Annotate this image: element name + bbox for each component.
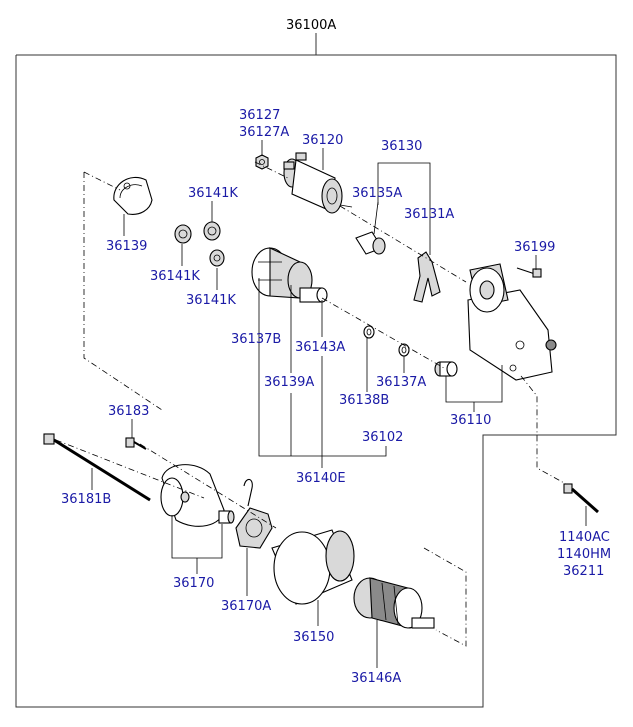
plunger-36135A <box>355 231 386 255</box>
callout-36170: 36170 <box>173 576 214 591</box>
drive-gear-36140E <box>251 247 328 303</box>
callout-36199: 36199 <box>514 240 555 255</box>
callout-36120: 36120 <box>302 133 343 148</box>
callout-36139A: 36139A <box>264 375 314 390</box>
callout-1140HM: 1140HM <box>557 547 611 562</box>
callout-1140AC: 1140AC <box>559 530 610 545</box>
cap-36139 <box>113 176 153 215</box>
callout-36127A: 36127A <box>239 125 289 140</box>
callout-36137B: 36137B <box>231 332 281 347</box>
callout-36137A: 36137A <box>376 375 426 390</box>
roller-36141K-b <box>203 221 221 241</box>
callout-36138B: 36138B <box>339 393 389 408</box>
callout-36141K-bottom: 36141K <box>186 293 236 308</box>
callout-36141K-left: 36141K <box>150 269 200 284</box>
callout-36139: 36139 <box>106 239 147 254</box>
callout-36130: 36130 <box>381 139 422 154</box>
armature-36146A <box>353 577 435 629</box>
callout-36170A: 36170A <box>221 599 271 614</box>
callout-36146A: 36146A <box>351 671 401 686</box>
callout-36150: 36150 <box>293 630 334 645</box>
callout-36102: 36102 <box>362 430 403 445</box>
assembly-frame <box>15 33 617 708</box>
callout-36183: 36183 <box>108 404 149 419</box>
brush-holder-36170A <box>235 478 273 549</box>
yoke-36150 <box>271 529 355 605</box>
shift-lever-36131A <box>413 251 441 303</box>
callout-36140E: 36140E <box>296 471 346 486</box>
callout-labels: 36100A 36127 36127A 36120 36130 36135A 3… <box>61 18 611 686</box>
roller-36141K-c <box>209 249 225 267</box>
washer-36137A <box>398 343 410 357</box>
callout-36181B: 36181B <box>61 492 111 507</box>
callout-36135A: 36135A <box>352 186 402 201</box>
assembly-part-number: 36100A <box>286 18 336 33</box>
bolt-36199 <box>516 267 542 278</box>
washer-36138B <box>363 325 375 339</box>
leader-lines <box>91 140 587 668</box>
bushing-36110 <box>434 361 458 377</box>
roller-36141K-a <box>174 224 192 244</box>
callout-36143A: 36143A <box>295 340 345 355</box>
front-housing-36110 <box>467 263 557 381</box>
callout-36141K-top: 36141K <box>188 186 238 201</box>
bolt-1140AC <box>563 483 599 514</box>
callout-36110: 36110 <box>450 413 491 428</box>
screw-36183 <box>125 437 147 450</box>
solenoid-36120 <box>283 152 353 214</box>
callout-36127: 36127 <box>239 108 280 123</box>
callout-36211: 36211 <box>563 564 604 579</box>
center-lines <box>55 161 567 647</box>
callout-36131A: 36131A <box>404 207 454 222</box>
through-bolt-36181B <box>43 433 151 502</box>
nut-36127 <box>255 154 269 170</box>
